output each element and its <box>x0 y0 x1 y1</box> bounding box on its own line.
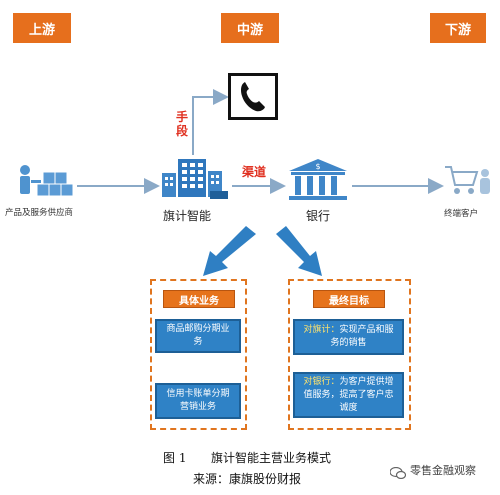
stage-downstream: 下游 <box>430 13 486 43</box>
supplier-icon <box>15 162 75 202</box>
supplier-label: 产品及服务供应商 <box>5 208 74 218</box>
big-arrow-left <box>203 226 256 276</box>
stage-upstream: 上游 <box>13 13 71 43</box>
ultimate-goal-title: 最终目标 <box>313 290 385 308</box>
big-arrow-right <box>276 226 322 276</box>
bank-label: 银行 <box>306 209 331 223</box>
shopping-cart-icon <box>443 163 493 201</box>
figure-number: 图 1 <box>163 451 187 465</box>
building-icon <box>160 155 230 200</box>
figure-title: 旗计智能主营业务模式 <box>211 451 332 465</box>
svg-text:$: $ <box>315 162 320 171</box>
business-item-mail-order: 商品邮购分期业务 <box>155 319 241 353</box>
qiji-to-phone-arrow <box>192 89 229 155</box>
business-item-credit-card: 信用卡账单分期营销业务 <box>155 383 241 419</box>
goal-item-qiji: 对旗计：实现产品和服务的销售 <box>293 319 404 355</box>
qiji-label: 旗计智能 <box>163 209 212 223</box>
goal-item-bank: 对银行：为客户提供增值服务，提高了客户忠诚度 <box>293 372 404 418</box>
bank-icon: $ <box>287 157 349 203</box>
phone-icon <box>228 73 278 120</box>
means-label: 手段 <box>175 110 188 138</box>
watermark: 零售金融观察 <box>389 462 476 480</box>
channel-label: 渠道 <box>242 165 267 179</box>
figure-source: 来源：康旗股份财报 <box>193 472 302 486</box>
specific-business-title: 具体业务 <box>163 290 235 308</box>
customer-label: 终端客户 <box>444 209 479 219</box>
chat-bubble-icon <box>389 464 407 480</box>
stage-midstream: 中游 <box>221 13 279 43</box>
